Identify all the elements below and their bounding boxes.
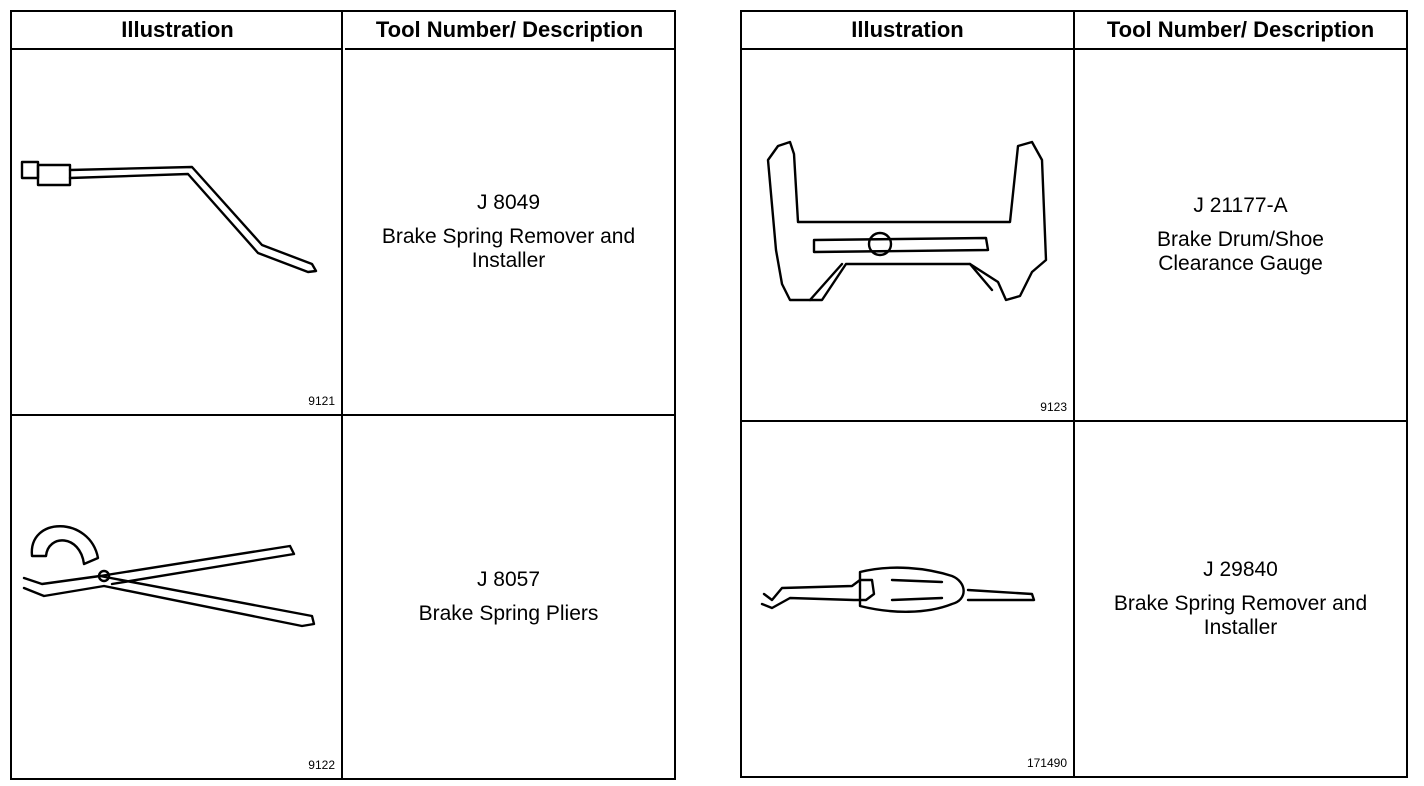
right-tool-table: Illustration Tool Number/ Description 91… (740, 10, 1408, 778)
row-divider (12, 414, 674, 416)
brake-spring-remover-icon (20, 160, 318, 274)
brake-spring-pliers-icon (22, 525, 316, 628)
clearance-gauge-icon (766, 140, 1048, 302)
description-cell: J 21177-A Brake Drum/Shoe Clearance Gaug… (1075, 50, 1406, 420)
description-header: Tool Number/ Description (1075, 12, 1406, 50)
description-cell: J 8049 Brake Spring Remover and Installe… (343, 50, 674, 414)
tool-number: J 21177-A (1193, 194, 1288, 217)
tool-number: J 8057 (476, 568, 541, 591)
spring-remover-handle-icon (760, 566, 1036, 613)
tool-description: Brake Spring Remover and Installer (381, 225, 636, 272)
figure-number: 9123 (1040, 400, 1067, 414)
figure-number: 171490 (1026, 756, 1067, 770)
illustration-header: Illustration (12, 12, 343, 50)
figure-number: 9121 (308, 394, 335, 408)
figure-number: 9122 (308, 758, 335, 772)
illustration-cell: 171490 (742, 422, 1073, 776)
description-cell: J 29840 Brake Spring Remover and Install… (1075, 422, 1406, 776)
tool-description: Brake Spring Remover and Installer (1113, 592, 1368, 639)
illustration-cell: 9121 (12, 50, 341, 414)
tool-description: Brake Drum/Shoe Clearance Gauge (1157, 228, 1324, 275)
illustration-cell: 9122 (12, 416, 341, 778)
row-divider (742, 420, 1406, 422)
description-header: Tool Number/ Description (345, 12, 674, 50)
tool-number: J 29840 (1203, 558, 1278, 581)
illustration-cell: 9123 (742, 50, 1073, 420)
illustration-header: Illustration (742, 12, 1073, 50)
column-divider (1073, 12, 1075, 776)
tool-number: J 8049 (476, 191, 541, 214)
column-divider (341, 12, 343, 778)
left-tool-table: Illustration Tool Number/ Description 91… (10, 10, 676, 780)
description-cell: J 8057 Brake Spring Pliers (343, 416, 674, 778)
tool-description: Brake Spring Pliers (418, 602, 599, 625)
